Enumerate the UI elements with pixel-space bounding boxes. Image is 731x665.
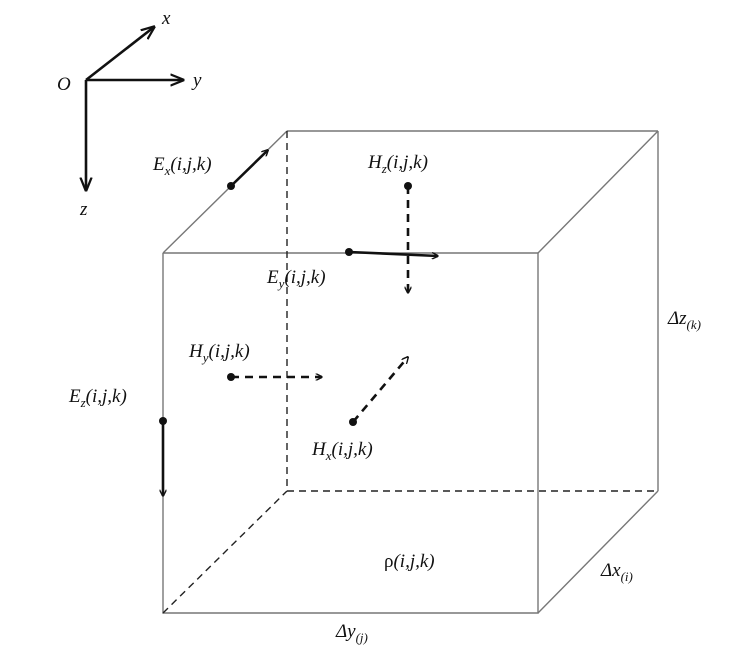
ex-vector <box>230 150 268 187</box>
ey-label: Ey(i,j,k) <box>266 267 326 291</box>
delta-y-label: Δy(j) <box>335 621 368 645</box>
hy-point <box>227 373 235 381</box>
cube-front-face <box>162 252 539 614</box>
ez-point <box>159 417 167 425</box>
hx-vector <box>352 357 408 423</box>
cube-top-left-edge <box>162 130 288 254</box>
x-axis-arrow <box>85 27 154 82</box>
hz-point <box>404 182 412 190</box>
ey-point <box>345 248 353 256</box>
hx-label: Hx(i,j,k) <box>311 439 373 463</box>
field-labels: Ex(i,j,k) Hz(i,j,k) Ey(i,j,k) Hy(i,j,k) … <box>68 152 435 572</box>
hy-label: Hy(i,j,k) <box>188 341 250 365</box>
rho-label: ρ(i,j,k) <box>384 551 435 572</box>
e-field-vectors <box>159 150 438 496</box>
delta-z-label: Δz(k) <box>667 308 701 332</box>
cube-bottom-right-edge <box>537 490 659 614</box>
z-axis-label: z <box>79 199 88 220</box>
ex-label: Ex(i,j,k) <box>152 154 212 178</box>
hz-label: Hz(i,j,k) <box>367 152 428 176</box>
grid-cell-cube <box>162 130 659 614</box>
ey-vector <box>348 250 438 256</box>
cube-top-right-edge <box>537 130 659 254</box>
cube-hidden-bottom-left-edge <box>162 490 288 614</box>
y-axis-label: y <box>191 70 202 91</box>
x-axis-label: x <box>161 8 171 29</box>
ex-point <box>227 182 235 190</box>
ez-label: Ez(i,j,k) <box>68 386 127 410</box>
hx-point <box>349 418 357 426</box>
coordinate-axes: O x y z <box>57 8 202 220</box>
delta-x-label: Δx(i) <box>600 560 633 584</box>
origin-label: O <box>57 74 71 95</box>
h-field-vectors <box>227 182 412 426</box>
dimension-labels: Δy(j) Δx(i) Δz(k) <box>335 308 701 645</box>
